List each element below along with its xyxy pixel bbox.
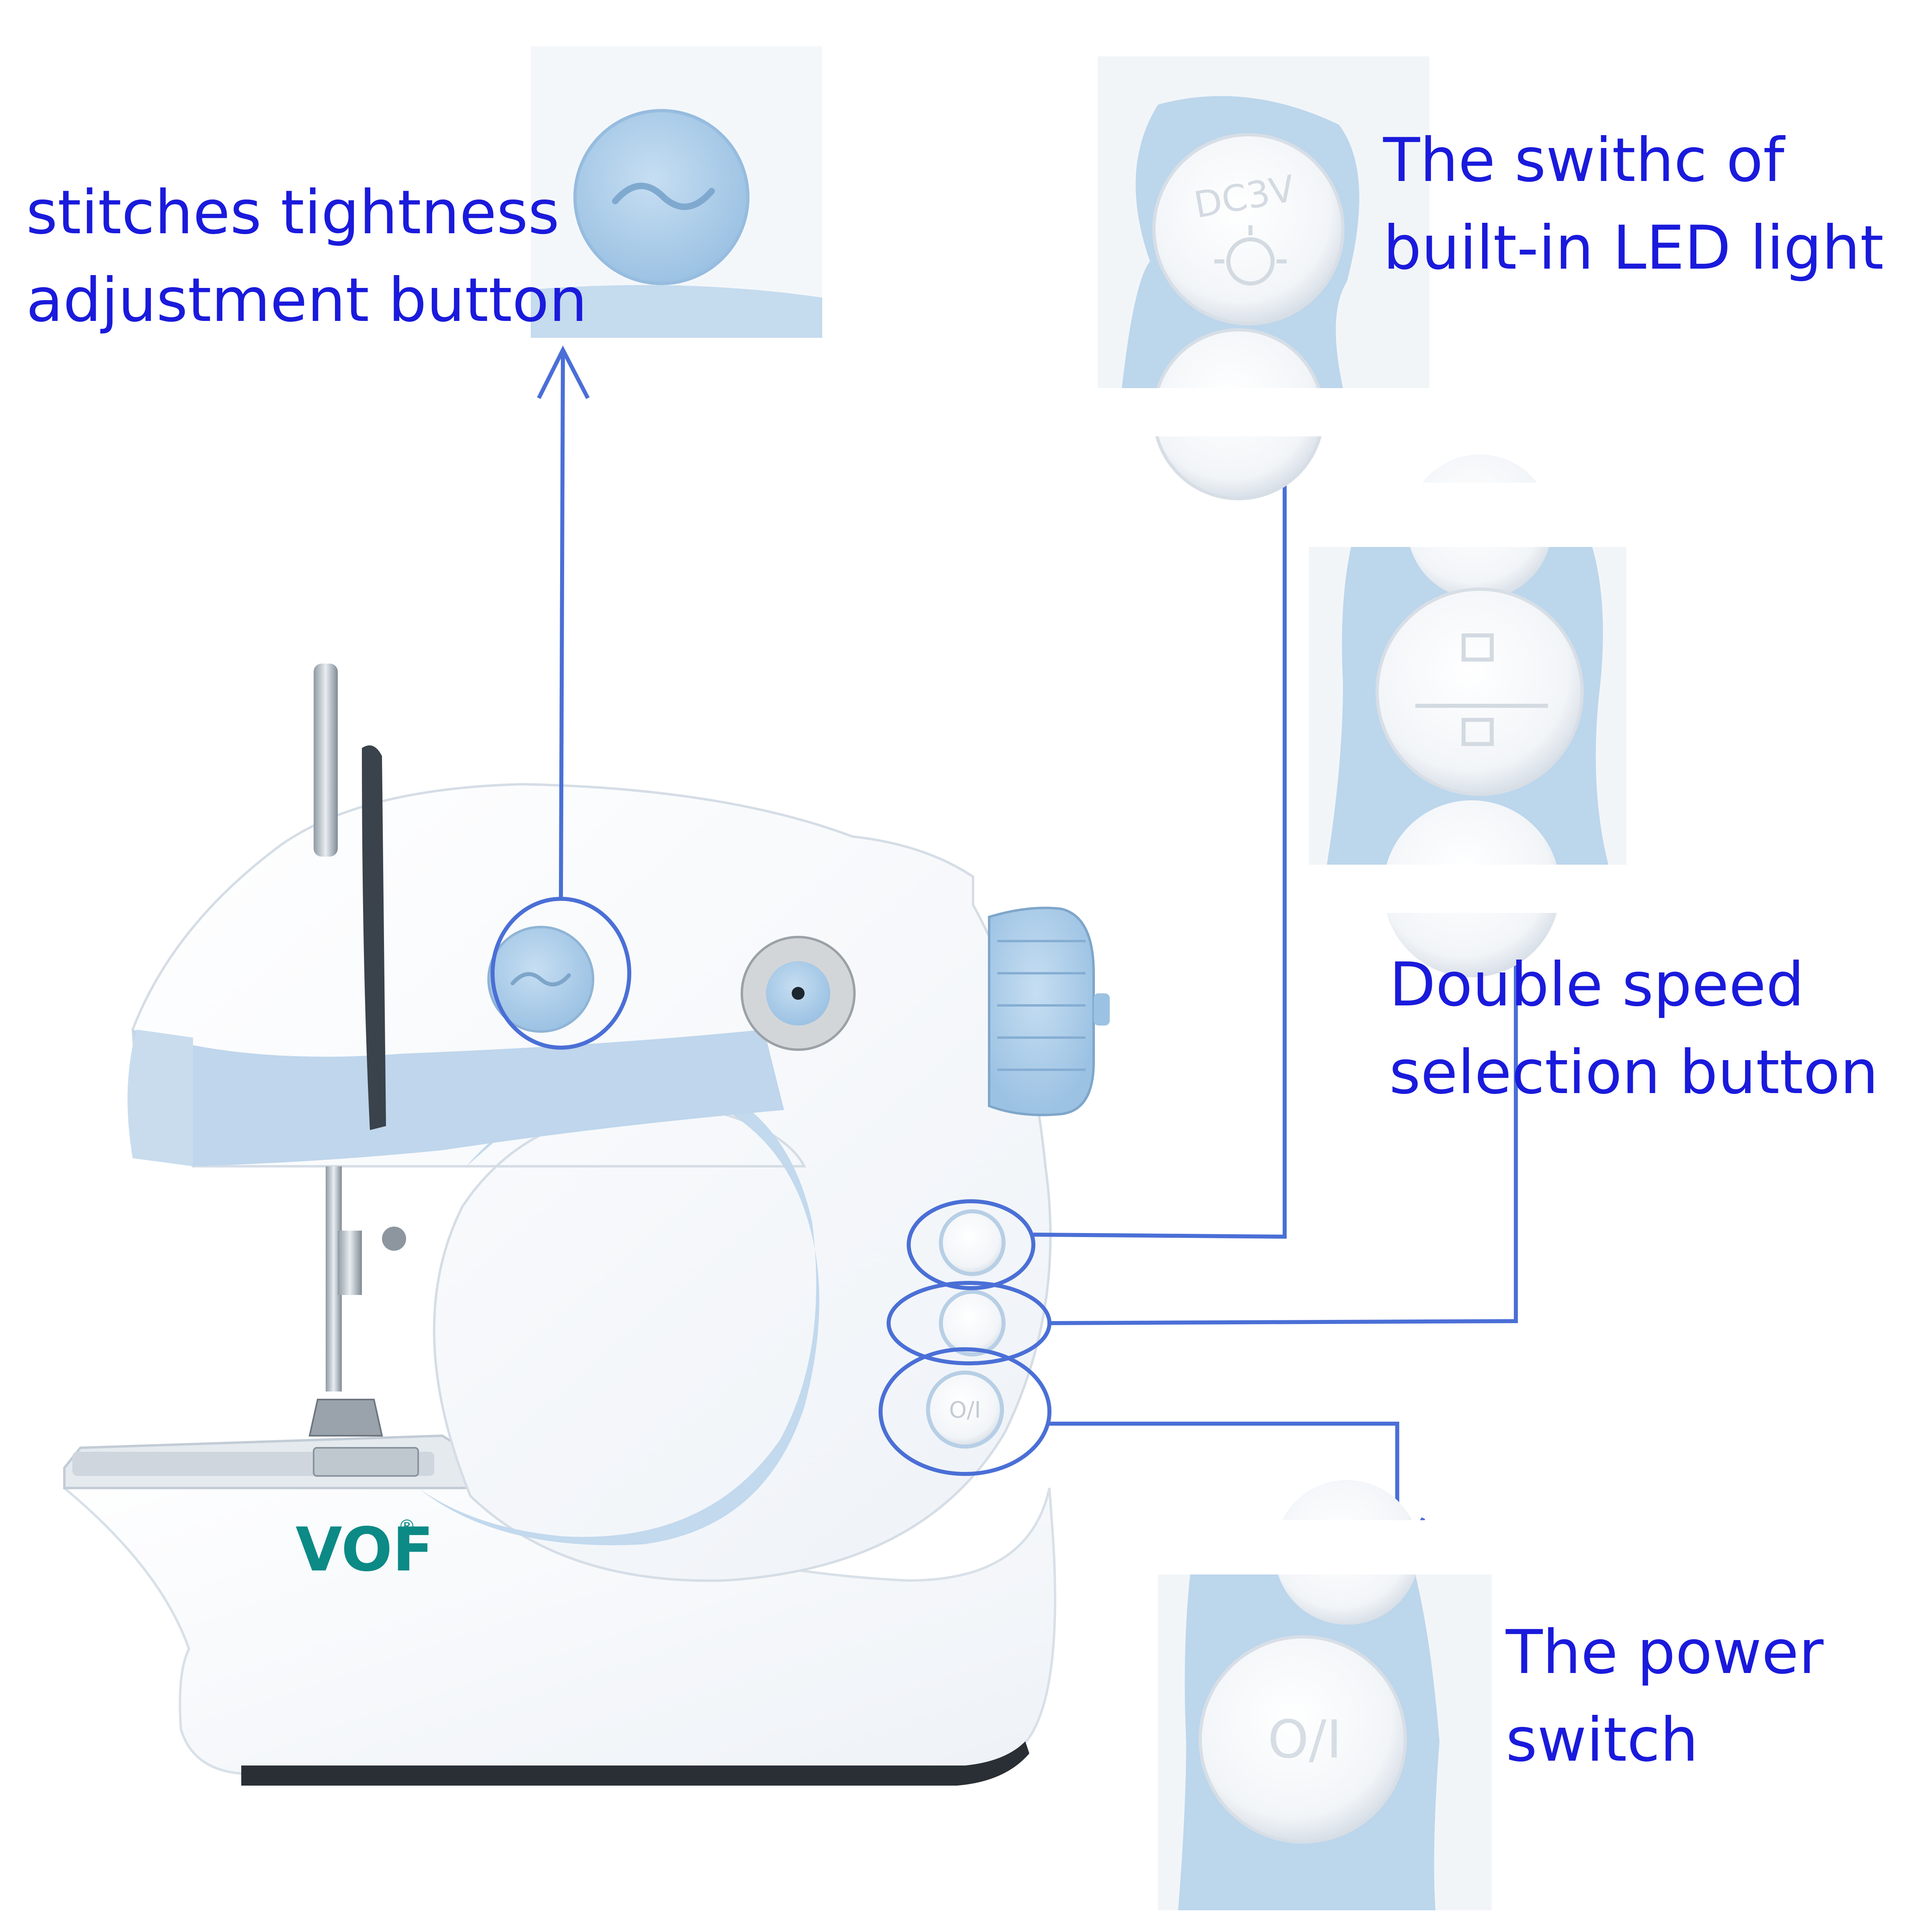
speed-selector-icon [1415, 633, 1548, 746]
connector-tension [559, 354, 565, 899]
inset-speed-button [1376, 588, 1584, 796]
inset-tension-dial-icon [612, 183, 715, 210]
inset-power-switch: O/I [1158, 1480, 1492, 1910]
label-speed-line2: selection button [1389, 1038, 1879, 1108]
label-led-line1: The swithc of [1383, 125, 1784, 195]
inset-tension-knob [531, 46, 822, 338]
label-tension-adjustment: stitches tightness adjustment button [26, 169, 587, 344]
inset-speed-crop-bottom [1309, 865, 1626, 913]
label-led-line2: built-in LED light [1383, 213, 1884, 283]
machine-power-switch[interactable] [926, 1371, 1004, 1449]
light-bulb-icon [1214, 225, 1287, 286]
machine-power-marking: O/I [949, 1397, 981, 1423]
label-tension-line2: adjustment button [26, 265, 587, 335]
handwheel-cap [1094, 993, 1110, 1026]
machine-speed-switch[interactable] [939, 1290, 1006, 1357]
presser-screw [382, 1227, 406, 1251]
inset-led-switch: DC3V [1098, 56, 1429, 500]
handwheel[interactable] [988, 906, 1095, 1116]
connector-speed [1049, 895, 1518, 1325]
connector-led [1033, 406, 1287, 1239]
highlight-power [879, 1347, 1051, 1476]
handwheel-ridges [997, 940, 1086, 1071]
thread-guide [362, 745, 386, 1130]
sewing-machine: O/I VOF ® [63, 664, 1110, 1786]
tension-dial-icon [511, 972, 571, 987]
inset-power-button [1199, 1635, 1407, 1844]
spool-pin [314, 664, 338, 857]
inset-speed-crop-top [1309, 483, 1626, 547]
label-power-switch: The power switch [1506, 1609, 1823, 1784]
label-power-line1: The power [1506, 1618, 1824, 1687]
inset-speed-switch [1309, 454, 1626, 977]
arrowhead-tension [537, 345, 590, 399]
needle-head [127, 1030, 193, 1166]
label-tension-line1: stitches tightness [26, 178, 560, 248]
bobbin-winder-center [792, 987, 805, 1000]
power-icon: O/I [1268, 1709, 1342, 1770]
inset-led-crop [1098, 388, 1429, 436]
inset-tension-band [531, 285, 822, 338]
label-speed-selection: Double speed selection button [1389, 941, 1879, 1116]
label-led-switch: The swithc of built-in LED light [1383, 117, 1884, 292]
brand-registered-mark: ® [398, 1516, 416, 1537]
presser-foot [308, 1399, 383, 1437]
presser-bar [338, 1231, 362, 1295]
machine-led-switch[interactable] [939, 1209, 1006, 1276]
needle-plate [313, 1447, 419, 1477]
label-power-line2: switch [1506, 1705, 1698, 1775]
brand-logo: VOF [296, 1515, 433, 1585]
machine-base-shadow [241, 1741, 1029, 1786]
machine-head-band [133, 1030, 784, 1166]
highlight-led [907, 1199, 1035, 1290]
label-speed-line1: Double speed [1389, 950, 1805, 1020]
inset-power-crop [1158, 1520, 1492, 1574]
